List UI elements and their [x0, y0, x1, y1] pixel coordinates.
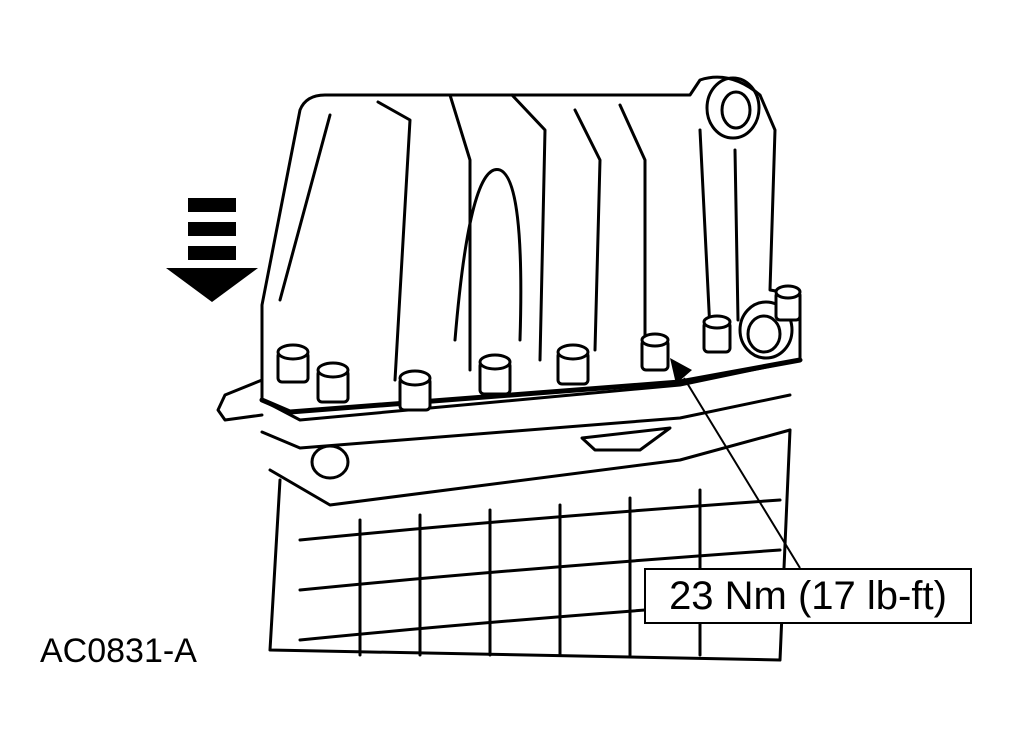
cover-rib — [510, 93, 547, 362]
bolt — [316, 361, 350, 404]
cover-rib — [448, 93, 472, 372]
case-bulge — [453, 168, 523, 342]
side-boss-inner — [746, 314, 782, 354]
bolt — [478, 353, 512, 396]
side-fitting — [310, 444, 350, 480]
bolt-row — [276, 284, 802, 412]
top-boss — [705, 76, 761, 140]
torque-callout: 23 Nm (17 lb-ft) — [644, 568, 972, 624]
lower-grid — [298, 498, 782, 542]
lower-grid — [298, 548, 782, 592]
bolt — [398, 369, 432, 412]
side-boss — [738, 300, 794, 360]
bolt — [640, 332, 670, 372]
cover-rib — [618, 103, 647, 342]
cover-rib — [573, 108, 602, 352]
bolt — [774, 284, 802, 322]
flange-lower-2 — [268, 428, 792, 507]
cover-rib — [698, 128, 712, 332]
flange-lower — [260, 393, 792, 450]
flange-slot — [580, 426, 672, 452]
bolt — [556, 343, 590, 386]
top-boss-inner — [720, 90, 752, 130]
side-port — [216, 378, 264, 422]
cover-rib — [278, 113, 332, 302]
cover-rib — [733, 148, 740, 322]
cover-rib — [376, 100, 412, 382]
flange-band — [259, 357, 803, 415]
direction-arrow-icon — [166, 198, 258, 302]
bolt — [276, 343, 310, 384]
bolt — [702, 314, 732, 354]
leader-arrow-icon — [670, 358, 801, 569]
figure-id: AC0831-A — [40, 632, 197, 670]
